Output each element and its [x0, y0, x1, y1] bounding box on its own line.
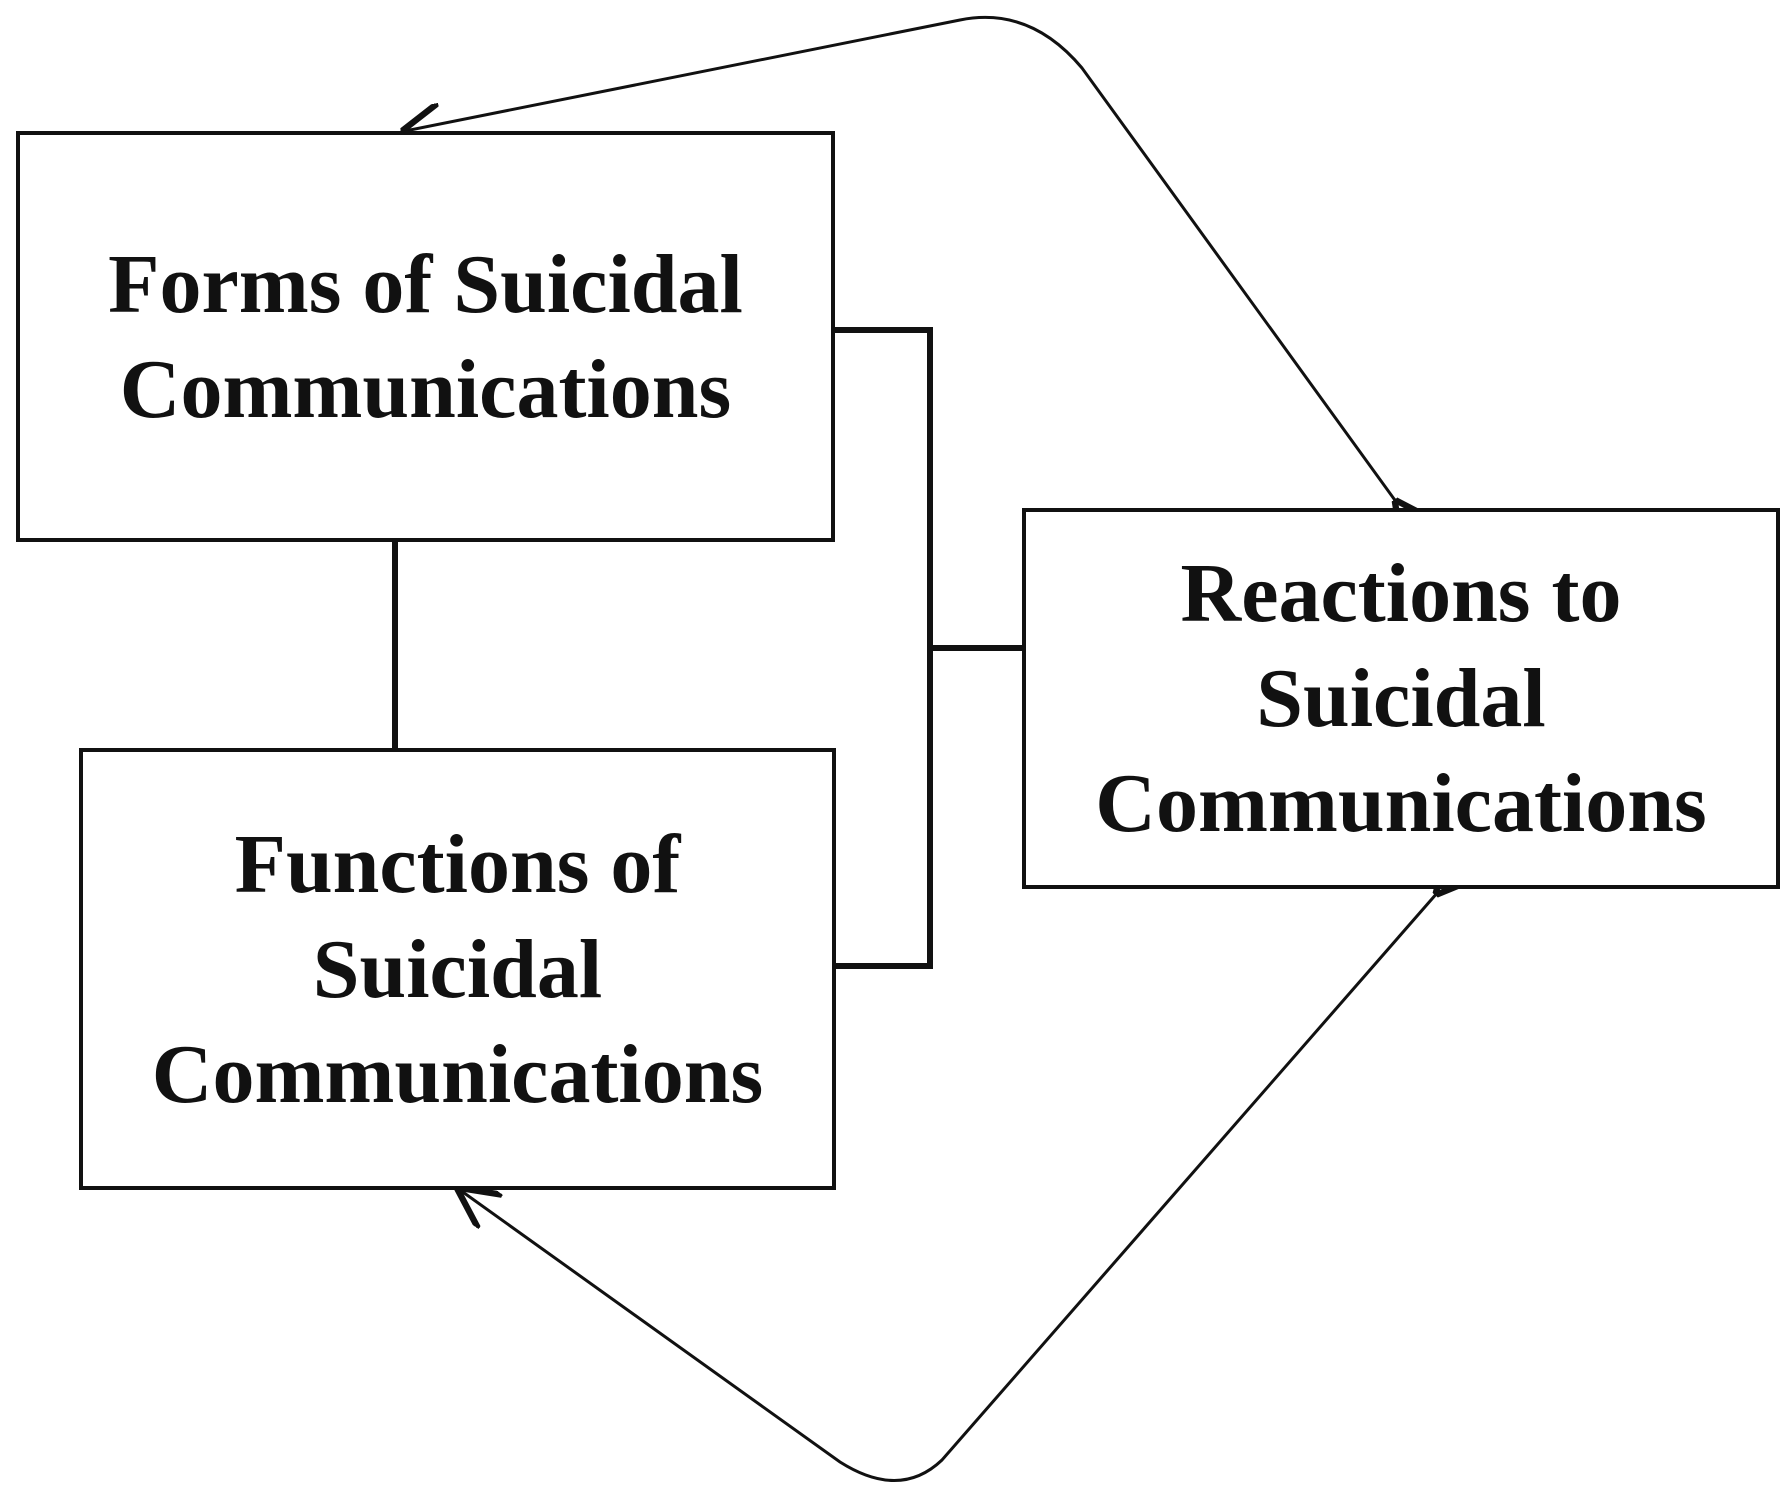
forms-node-line: Communications: [119, 342, 732, 436]
reactions-node-line: Communications: [1095, 757, 1707, 850]
bracket-connector: [835, 327, 933, 969]
reactions-node-line: Reactions to: [1180, 547, 1622, 640]
functions-reactions-arrow: [460, 892, 1438, 1482]
functions-node: Functions of Suicidal Communications: [79, 748, 836, 1190]
functions-node-line: Functions of: [234, 817, 681, 911]
reactions-node-line: Suicidal: [1256, 652, 1546, 745]
forms-node: Forms of Suicidal Communications: [16, 131, 835, 542]
functions-node-line: Communications: [151, 1027, 764, 1121]
forms-node-line: Forms of Suicidal: [108, 237, 743, 331]
reactions-node: Reactions to Suicidal Communications: [1022, 508, 1780, 889]
functions-node-line: Suicidal: [312, 922, 603, 1016]
forms-reactions-arrow: [405, 15, 1397, 503]
